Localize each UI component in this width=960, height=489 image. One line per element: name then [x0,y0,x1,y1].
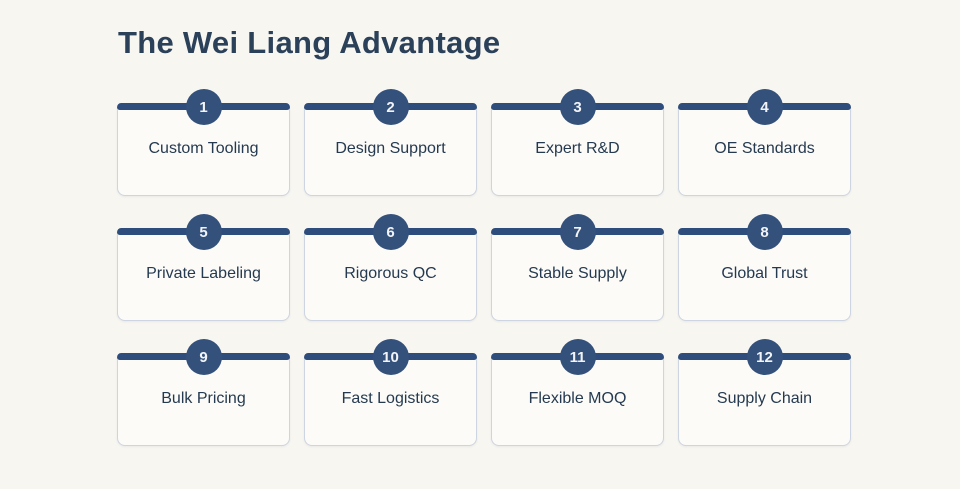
page-title: The Wei Liang Advantage [118,25,501,60]
number-badge: 5 [185,214,222,250]
card-label: Flexible MOQ [528,390,627,407]
badge-number: 10 [382,348,399,366]
advantage-card: 3 Expert R&D [491,89,664,196]
advantage-card: 1 Custom Tooling [117,89,290,196]
card-label: Private Labeling [146,265,261,282]
card-label: Supply Chain [716,390,813,407]
number-badge: 3 [559,89,596,125]
number-badge: 11 [559,339,596,375]
badge-number: 9 [199,348,208,366]
number-badge: 6 [372,214,409,250]
card-label: OE Standards [714,140,815,157]
badge-number: 2 [386,98,395,116]
advantage-card: 6 Rigorous QC [304,214,477,321]
advantage-card: 9 Bulk Pricing [117,339,290,446]
number-badge: 9 [185,339,222,375]
number-badge: 1 [185,89,222,125]
advantage-card: 11 Flexible MOQ [491,339,664,446]
badge-number: 11 [569,348,586,366]
badge-number: 4 [760,98,769,116]
badge-number: 8 [760,223,769,241]
number-badge: 10 [372,339,409,375]
number-badge: 7 [559,214,596,250]
number-badge: 8 [746,214,783,250]
advantage-cards-grid: 1 Custom Tooling 2 Design Support 3 Expe… [117,89,960,446]
card-label: Stable Supply [528,265,627,282]
advantage-card: 7 Stable Supply [491,214,664,321]
advantage-card: 8 Global Trust [678,214,851,321]
badge-number: 3 [573,98,582,116]
badge-number: 12 [756,348,773,366]
number-badge: 12 [746,339,783,375]
badge-number: 6 [386,223,395,241]
advantage-card: 12 Supply Chain [678,339,851,446]
badge-number: 1 [199,98,208,116]
card-label: Design Support [335,140,446,157]
badge-number: 5 [199,223,208,241]
advantage-card: 2 Design Support [304,89,477,196]
number-badge: 4 [746,89,783,125]
advantage-card: 5 Private Labeling [117,214,290,321]
number-badge: 2 [372,89,409,125]
badge-number: 7 [573,223,582,241]
card-label: Fast Logistics [341,390,440,407]
card-label: Bulk Pricing [161,390,246,407]
card-label: Global Trust [721,265,808,282]
card-label: Expert R&D [535,140,620,157]
card-label: Custom Tooling [148,140,259,157]
advantage-card: 4 OE Standards [678,89,851,196]
card-label: Rigorous QC [344,265,437,282]
advantage-card: 10 Fast Logistics [304,339,477,446]
